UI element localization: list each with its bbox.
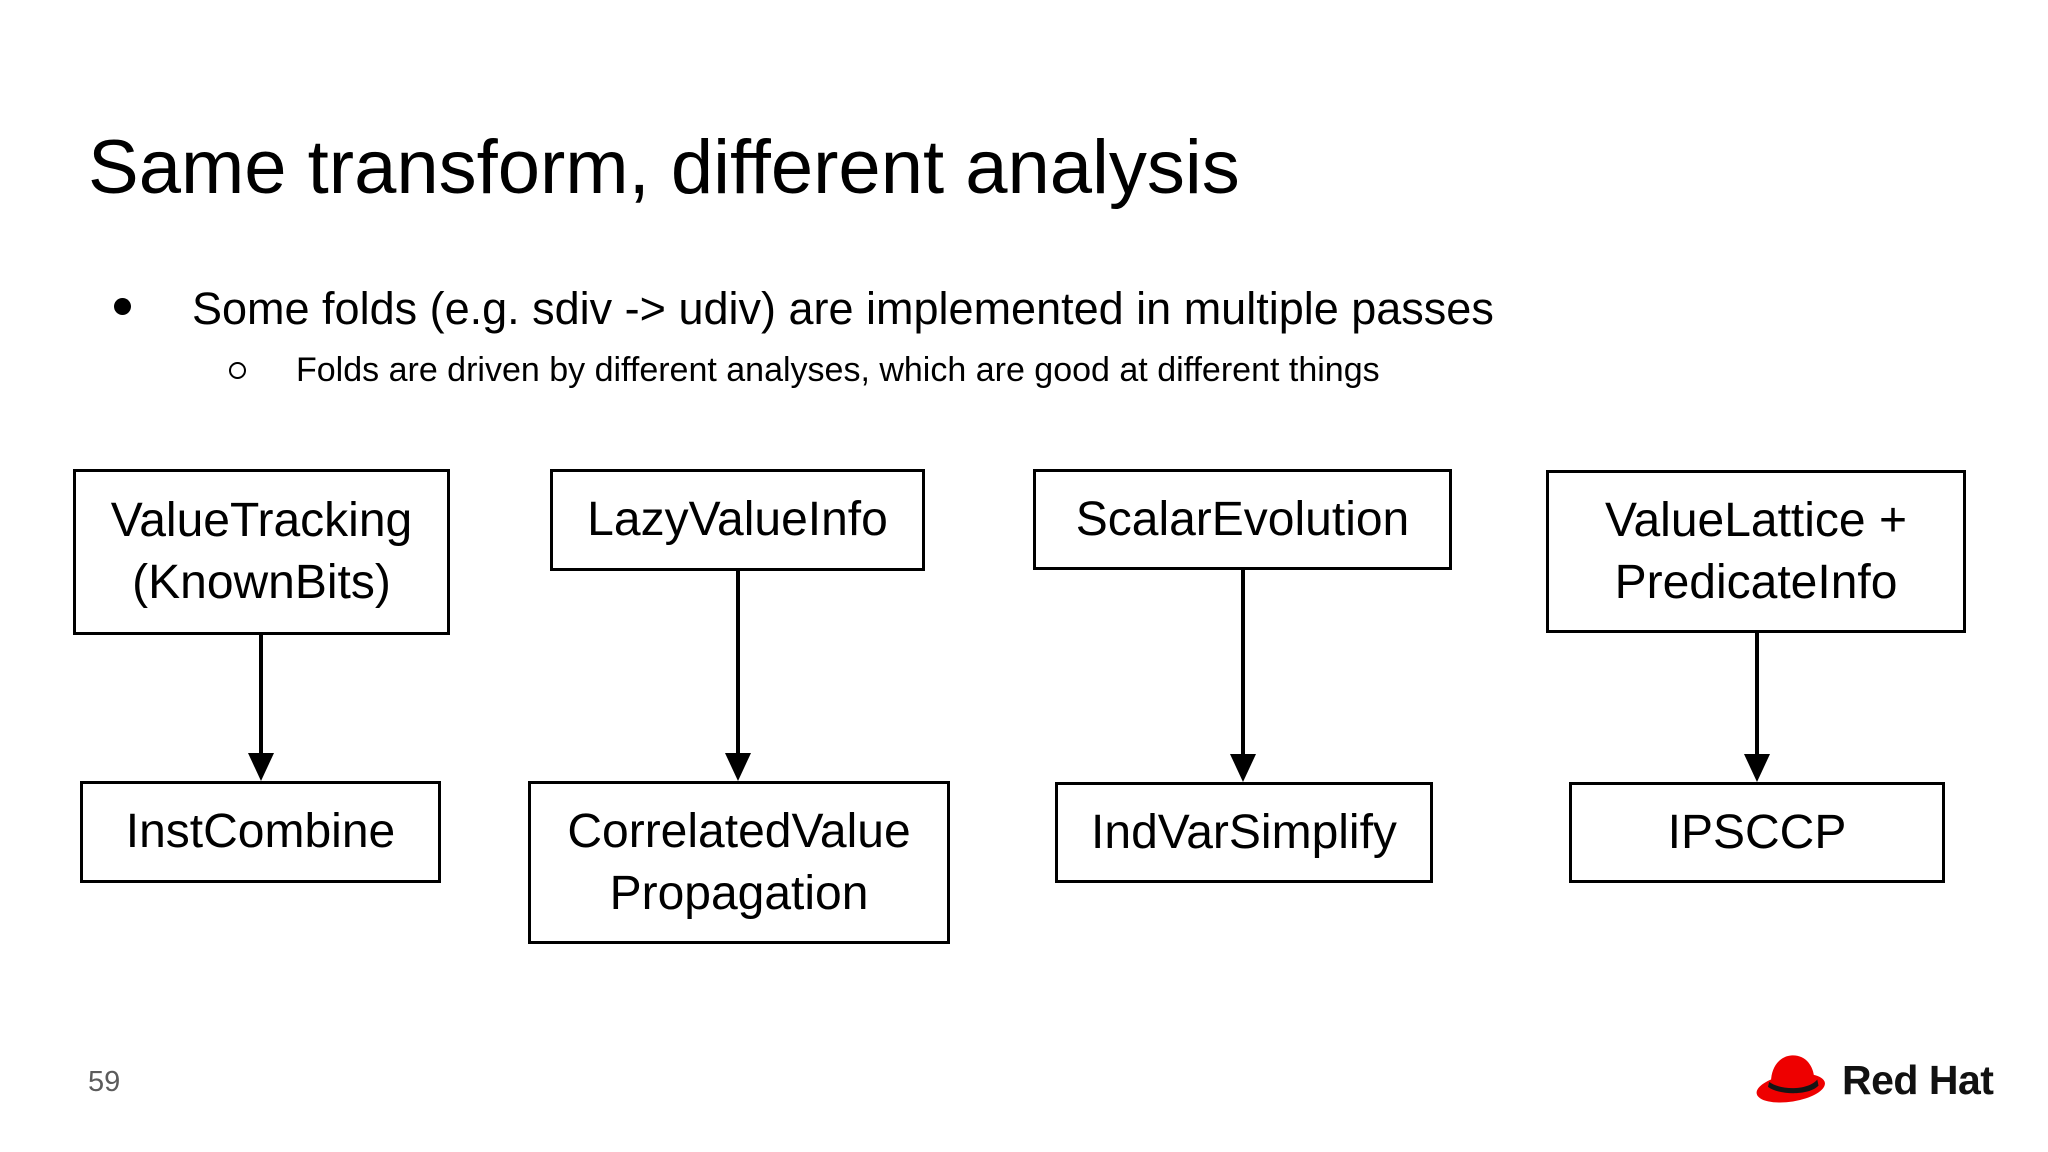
pass-box-ipsccp: IPSCCP — [1569, 782, 1945, 883]
pass-box-instcombine: InstCombine — [80, 781, 441, 883]
arrow-down-icon — [248, 635, 274, 781]
bullet-circle-icon — [229, 362, 246, 379]
arrow-down-icon — [725, 571, 751, 781]
bullet-text-sub: Folds are driven by different analyses, … — [296, 351, 1380, 389]
redhat-fedora-icon — [1756, 1055, 1825, 1103]
analysis-box-valuelattice-predicateinfo: ValueLattice + PredicateInfo — [1546, 470, 1966, 633]
bullet-dot-icon — [114, 298, 131, 315]
page-number: 59 — [88, 1066, 121, 1098]
bullet-item-sub: Folds are driven by different analyses, … — [229, 350, 1380, 391]
analysis-box-scalarevolution: ScalarEvolution — [1033, 469, 1452, 570]
analysis-box-valuetracking: ValueTracking (KnownBits) — [73, 469, 450, 635]
arrow-down-icon — [1230, 570, 1256, 782]
redhat-logo-text: Red Hat — [1842, 1056, 1994, 1103]
pass-box-indvarsimplify: IndVarSimplify — [1055, 782, 1433, 883]
slide-title: Same transform, different analysis — [88, 125, 1240, 210]
bullet-item-main: Some folds (e.g. sdiv -> udiv) are imple… — [114, 282, 1494, 336]
redhat-logo: Red Hat — [1755, 1046, 1994, 1108]
arrow-down-icon — [1744, 633, 1770, 782]
pass-box-correlatedvaluepropagation: CorrelatedValue Propagation — [528, 781, 950, 944]
bullet-text-main: Some folds (e.g. sdiv -> udiv) are imple… — [192, 283, 1494, 334]
analysis-box-lazyvalueinfo: LazyValueInfo — [550, 469, 925, 571]
